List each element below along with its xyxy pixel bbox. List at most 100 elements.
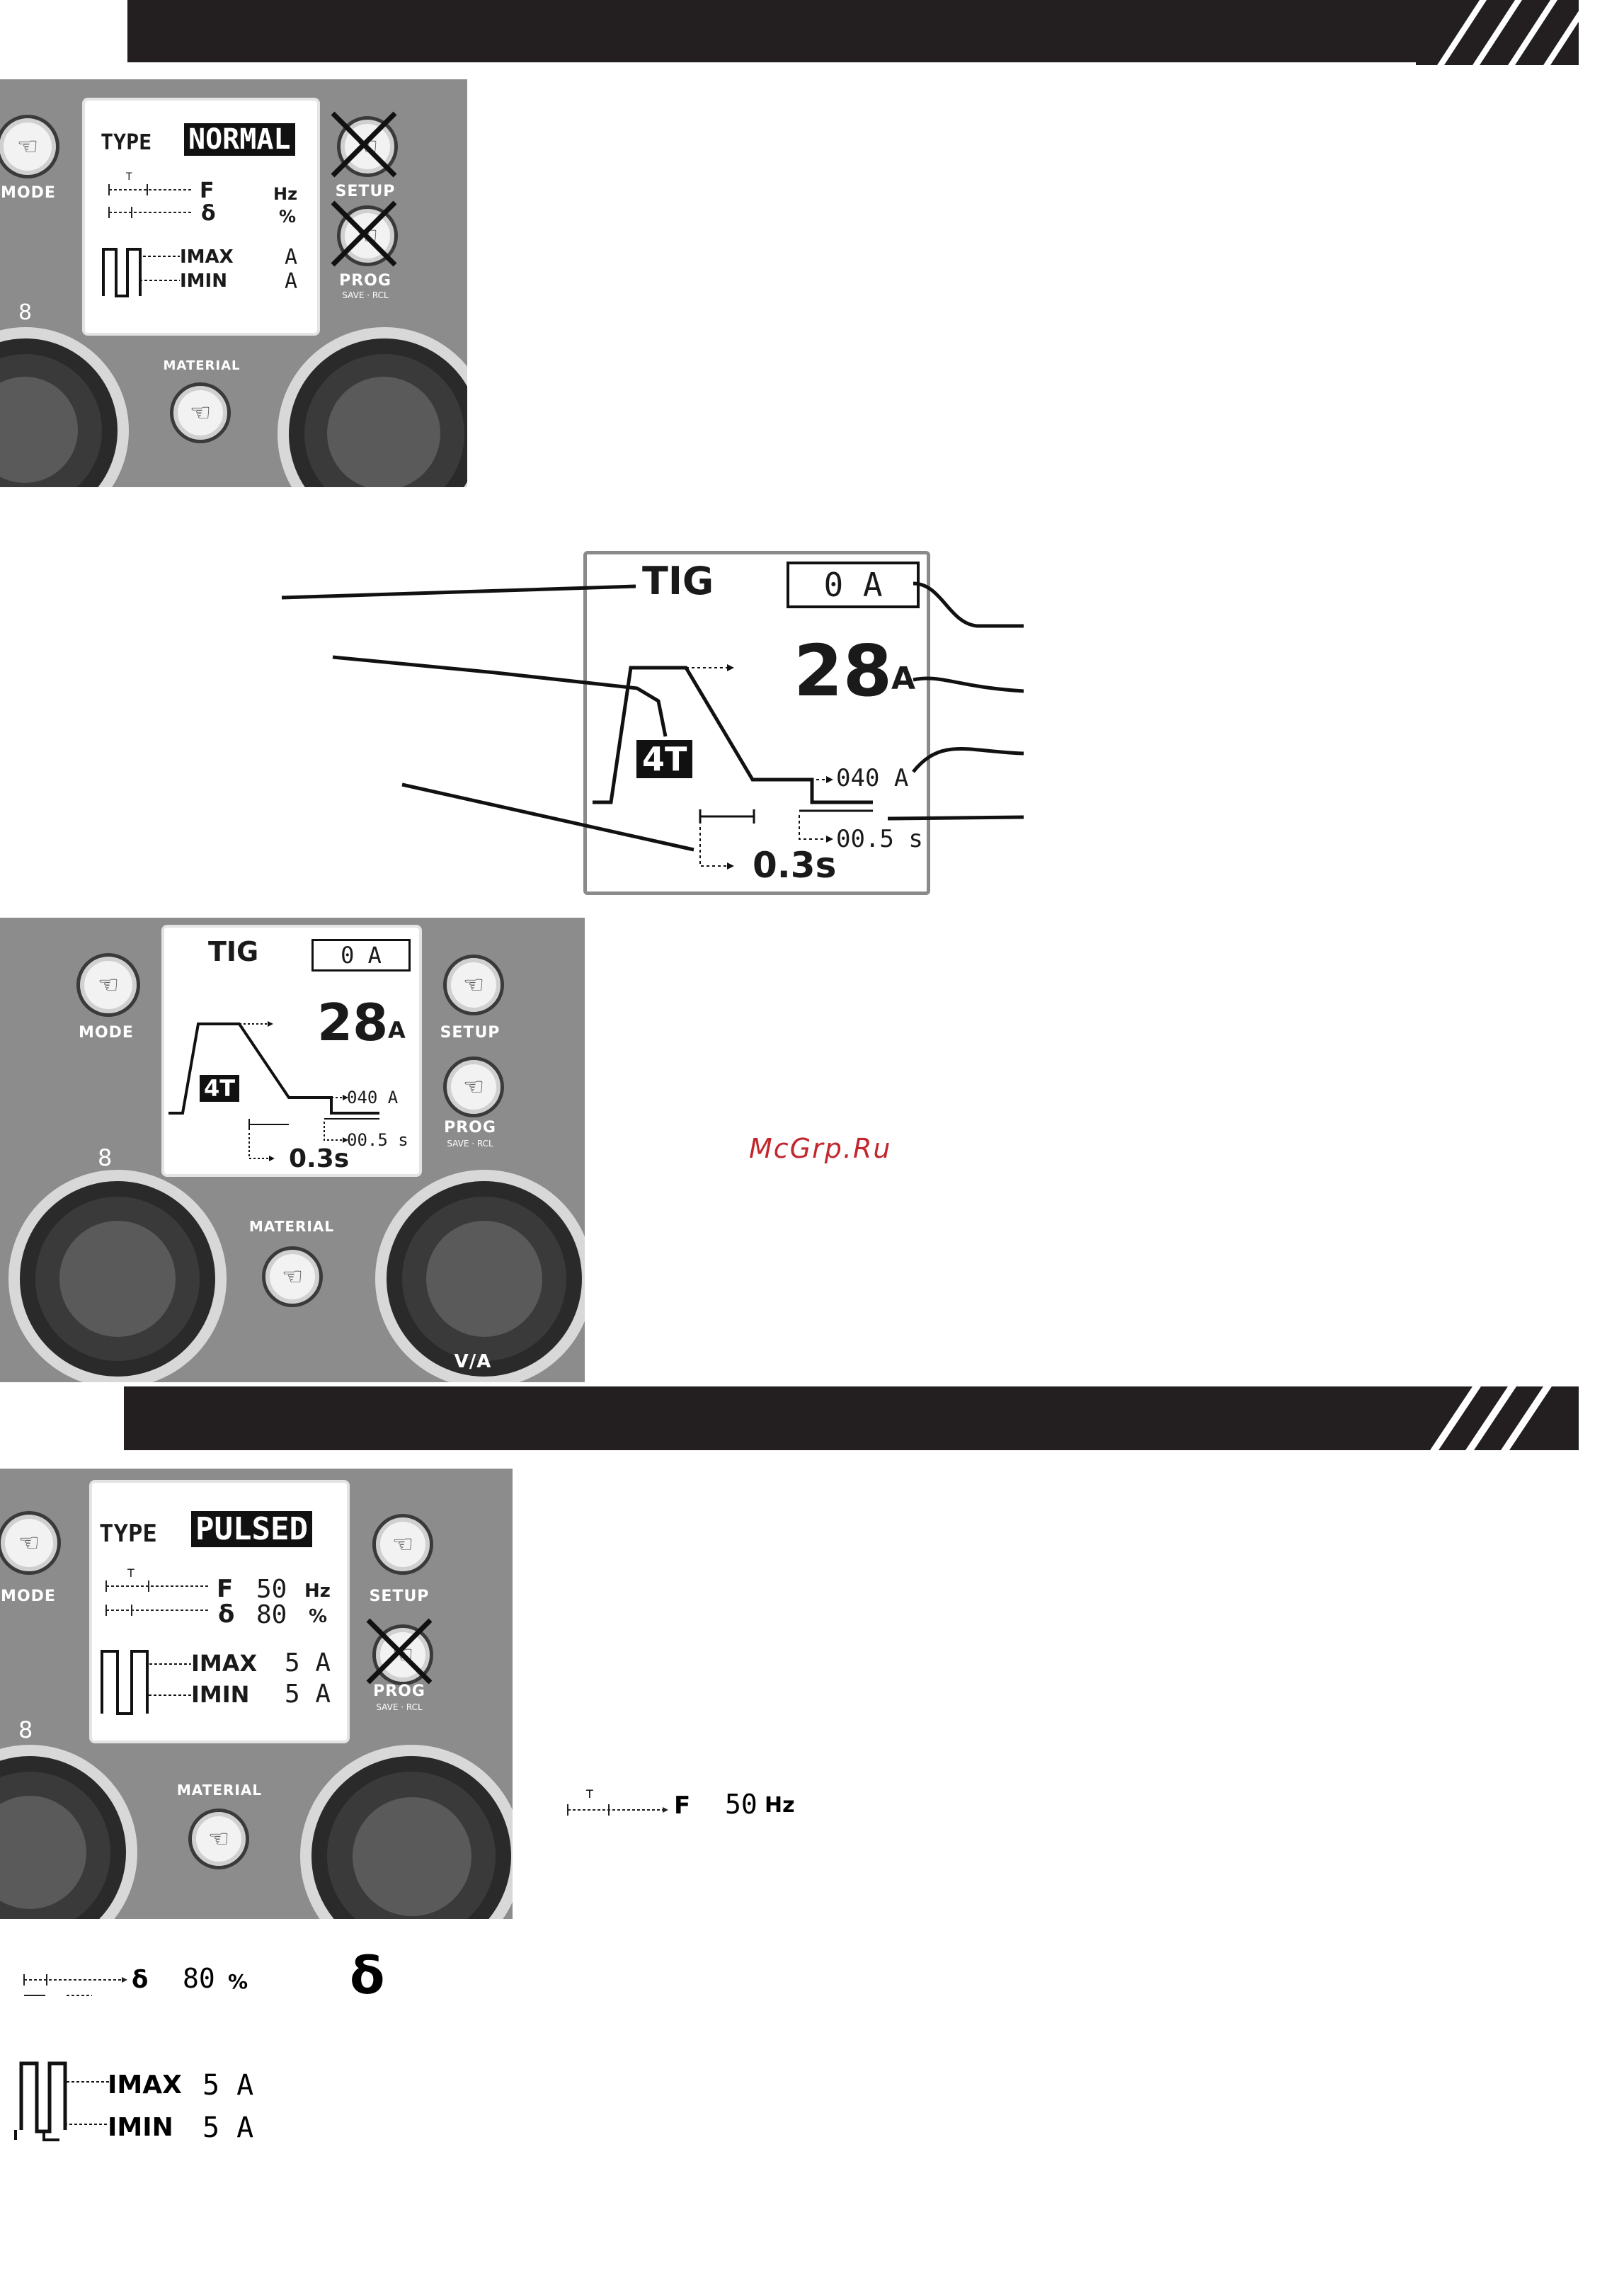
header-stripes-bottom (1416, 1386, 1579, 1450)
upslope-time-value: 0.3s (289, 1144, 350, 1173)
mode-button[interactable]: ☜ (0, 115, 59, 178)
frequency-unit: Hz (765, 1793, 795, 1818)
t-symbol: T (127, 1566, 135, 1580)
lcd-screen-pulsed: TYPE PULSED T F δ 50 Hz 80 % IMAX IMIN 5… (89, 1480, 350, 1743)
type-value-normal: NORMAL (184, 123, 295, 156)
section-header-bar-bottom (124, 1386, 1579, 1450)
hz-unit: Hz (304, 1580, 331, 1602)
control-panel-pulsed: ☜ MODE TYPE PULSED T F δ 50 Hz 80 % IMAX… (0, 1469, 513, 1919)
imin-label: IMIN (108, 2113, 173, 2142)
frequency-value: 50 (256, 1575, 287, 1604)
downslope-current-value: 040 A (836, 764, 909, 792)
main-current-value: 28 (317, 993, 389, 1052)
hz-unit: Hz (273, 184, 298, 204)
setup-button[interactable]: ☜ (443, 955, 504, 1015)
mode-label: MODE (1, 184, 56, 202)
imin-unit: A (285, 269, 298, 294)
prog-label: PROG (444, 1119, 496, 1137)
duty-unit: % (228, 1970, 248, 1993)
material-button[interactable]: ☜ (188, 1808, 249, 1869)
control-panel-normal: ☜ MODE TYPE NORMAL T F δ Hz % IMAX IMIN … (0, 79, 467, 487)
imax-label: IMAX (180, 246, 234, 268)
f-symbol: F (674, 1791, 691, 1820)
material-label: MATERIAL (248, 1218, 335, 1235)
f-symbol: F (217, 1575, 234, 1603)
material-label: MATERIAL (176, 1782, 263, 1799)
downslope-current-value: 040 A (347, 1088, 399, 1107)
pulse-wave-icon (101, 1650, 191, 1715)
setup-label: SETUP (369, 1588, 430, 1605)
current-cycle-graph (593, 664, 873, 870)
link-icon: 8 (18, 300, 33, 325)
right-knob-cap (353, 1797, 471, 1916)
t-symbol: T (586, 1787, 593, 1801)
downslope-time-value: 00.5 s (836, 825, 923, 853)
imin-label: IMIN (191, 1681, 250, 1708)
imax-value: 5 A (285, 1648, 331, 1677)
prog-button[interactable]: ☜ (443, 1056, 504, 1117)
frequency-value: 50 (725, 1789, 757, 1820)
section-header-bar-top (127, 0, 1579, 62)
imax-value: 5 A (202, 2069, 254, 2102)
prog-sublabel: SAVE · RCL (342, 290, 389, 300)
pct-unit: % (309, 1606, 328, 1627)
prog-label: PROG (373, 1682, 425, 1700)
material-label: MATERIAL (163, 358, 241, 373)
imax-unit: A (285, 245, 298, 270)
disabled-cross-icon (331, 200, 397, 267)
f-symbol: F (200, 178, 215, 203)
control-panel-tig: ☜ MODE TIG 0 A 28 A 4T 040 A 00.5 s 0.3s… (0, 918, 585, 1382)
disabled-cross-icon (366, 1618, 433, 1685)
upslope-time-value: 0.3s (753, 845, 837, 886)
imin-value: 5 A (285, 1680, 331, 1709)
setup-label: SETUP (335, 183, 396, 200)
pulse-wave-icon (102, 248, 180, 297)
callout-lines (281, 581, 1024, 852)
pulse-wave-icon (14, 2061, 109, 2141)
delta-symbol: δ (132, 1966, 149, 1994)
right-knob-cap (327, 377, 440, 487)
measured-current-box: 0 A (311, 939, 411, 972)
trigger-mode-badge: 4T (636, 740, 693, 778)
trigger-mode-badge: 4T (200, 1075, 240, 1102)
delta-symbol: δ (201, 201, 216, 226)
tig-mode-label: TIG (208, 936, 259, 967)
type-label: TYPE (101, 130, 152, 155)
delta-symbol: δ (218, 1600, 235, 1629)
setup-button[interactable]: ☜ (372, 1514, 433, 1575)
right-knob-cap (426, 1221, 542, 1337)
imin-label: IMIN (180, 270, 227, 292)
measured-current-box: 0 A (787, 562, 920, 608)
t-symbol: T (126, 171, 132, 183)
mode-button[interactable]: ☜ (0, 1511, 61, 1575)
downslope-time-value: 00.5 s (347, 1130, 408, 1150)
setup-label: SETUP (440, 1024, 501, 1042)
duty-symbol-icon (23, 1974, 127, 1996)
watermark: McGrp.Ru (749, 1133, 892, 1164)
period-symbol-icon (105, 1580, 208, 1616)
lcd-screen-tig: TIG 0 A 28 A 4T 040 A 00.5 s 0.3s (161, 925, 422, 1177)
header-stripes-top (1416, 0, 1579, 65)
imin-value: 5 A (202, 2112, 254, 2144)
lcd-screen-normal: TYPE NORMAL T F δ Hz % IMAX IMIN A A (82, 98, 320, 336)
imax-label: IMAX (108, 2070, 182, 2100)
main-current-value: 28 (794, 630, 893, 712)
mode-button[interactable]: ☜ (76, 953, 140, 1017)
material-button[interactable]: ☜ (262, 1246, 323, 1307)
disabled-cross-icon (331, 111, 397, 178)
delta-symbol-large: δ (350, 1946, 385, 2005)
left-knob-cap (59, 1221, 176, 1337)
main-current-unit: A (891, 661, 916, 697)
prog-sublabel: SAVE · RCL (447, 1139, 493, 1149)
period-symbol-icon (567, 1804, 668, 1816)
mode-label: MODE (1, 1588, 56, 1605)
duty-value: 80 (256, 1600, 287, 1629)
material-button[interactable]: ☜ (170, 382, 231, 443)
prog-sublabel: SAVE · RCL (376, 1702, 423, 1712)
type-value-pulsed: PULSED (191, 1511, 312, 1547)
link-icon: 8 (18, 1716, 33, 1743)
prog-label: PROG (339, 272, 391, 290)
va-label: V/A (454, 1351, 492, 1372)
imax-label: IMAX (191, 1650, 258, 1677)
mode-label: MODE (79, 1024, 134, 1042)
